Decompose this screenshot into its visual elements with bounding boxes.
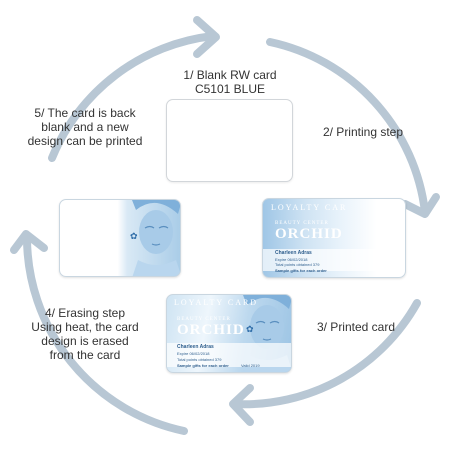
blank-rw-card bbox=[166, 99, 293, 182]
cycle-arrow-top bbox=[48, 32, 217, 162]
card-brand-small: BEAUTY CENTER bbox=[275, 221, 329, 226]
cycle-arrowhead-right bbox=[401, 193, 440, 218]
cycle-arrow-bottom bbox=[230, 299, 421, 409]
card-title: LOYALTY CARD bbox=[174, 298, 259, 307]
card-holder: Charleen Adras bbox=[177, 344, 214, 350]
card-points: Total points obtained 379 bbox=[177, 357, 222, 362]
card-valid: Valid 2019 bbox=[241, 363, 260, 368]
card-info-strip bbox=[167, 343, 291, 367]
orchid-flower-icon: ✿ bbox=[246, 324, 254, 334]
card-expiry: Expire 06/02/2018 bbox=[177, 351, 210, 356]
cycle-arrow-left bbox=[22, 232, 188, 435]
cycle-arrowhead-top bbox=[193, 16, 220, 58]
card-brand-small: BEAUTY CENTER bbox=[177, 317, 231, 322]
printed-card: LOYALTY CARD BEAUTY CENTER ORCHID ✿ Char… bbox=[166, 294, 292, 373]
step-1-label: 1/ Blank RW card C5101 BLUE bbox=[183, 68, 277, 96]
card-title: LOYALTY CAR bbox=[271, 203, 348, 212]
card-points: Total points obtained 379 bbox=[275, 262, 320, 267]
step-2-label: 2/ Printing step bbox=[322, 125, 404, 139]
card-offer: Sample gifts for each order bbox=[275, 268, 327, 273]
cycle-arrow-right bbox=[266, 38, 429, 216]
cycle-arrowhead-bottom bbox=[229, 384, 254, 426]
card-info-strip bbox=[263, 249, 405, 271]
cycle-arrowhead-left bbox=[10, 230, 48, 254]
card-brand-big: ORCHID bbox=[275, 226, 343, 242]
step-3-label: 3/ Printed card bbox=[316, 320, 396, 334]
step-5-label: 5/ The card is back blank and a new desi… bbox=[27, 106, 143, 148]
card-offer: Sample gifts for each order bbox=[177, 363, 229, 368]
face-portrait-icon bbox=[132, 200, 180, 276]
orchid-flower-icon: ✿ bbox=[130, 231, 138, 241]
printing-step-card: LOYALTY CAR BEAUTY CENTER ORCHID Charlee… bbox=[262, 198, 406, 278]
card-holder: Charleen Adras bbox=[275, 250, 312, 256]
card-brand-big: ORCHID bbox=[177, 322, 245, 338]
erasing-step-card: ✿ bbox=[59, 199, 181, 277]
card-expiry: Expire 06/02/2018 bbox=[275, 257, 308, 262]
step-4-label: 4/ Erasing step Using heat, the card des… bbox=[31, 306, 139, 362]
